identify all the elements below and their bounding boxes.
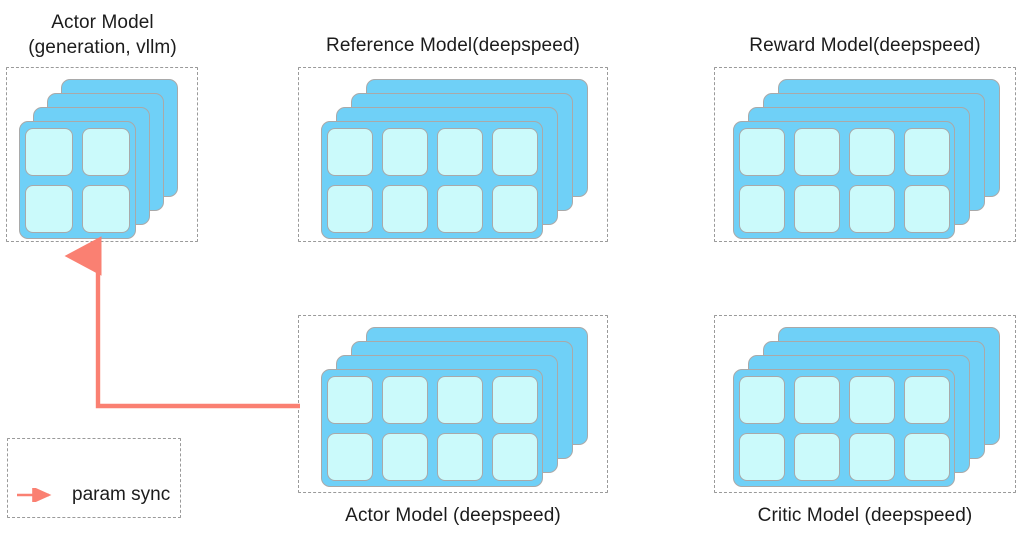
legend-item-param-sync: param sync	[16, 484, 170, 506]
stack-card-front	[733, 121, 955, 239]
card-stack-reward-model	[714, 67, 1016, 242]
arrow-right-icon	[17, 488, 52, 502]
stack-card-front	[321, 369, 543, 487]
device-cell	[381, 432, 428, 481]
device-cell	[381, 127, 428, 176]
device-cell	[491, 432, 538, 481]
device-cell	[793, 127, 840, 176]
device-cell	[82, 127, 130, 176]
device-cell	[326, 184, 373, 233]
group-label-actor-deepspeed: Actor Model (deepspeed)	[345, 505, 561, 526]
device-cell	[848, 375, 895, 424]
stack-card-front	[733, 369, 955, 487]
group-container-actor-vllm	[6, 67, 198, 242]
device-cell	[436, 184, 483, 233]
card-stack-actor-vllm	[6, 67, 198, 242]
param-sync-arrow-path	[64, 236, 300, 409]
card-stack-actor-deepspeed	[298, 315, 608, 493]
legend-label-param-sync: param sync	[72, 484, 171, 505]
device-cell	[25, 127, 73, 176]
device-cell	[381, 184, 428, 233]
device-cell	[326, 127, 373, 176]
group-label-critic-model: Critic Model (deepspeed)	[757, 505, 973, 526]
device-cell	[903, 127, 950, 176]
group-label-reward-model: Reward Model(deepspeed)	[749, 35, 981, 56]
device-cell	[491, 184, 538, 233]
device-cell	[903, 432, 950, 481]
stack-card-front	[321, 121, 543, 239]
device-cell	[436, 127, 483, 176]
device-cell	[25, 184, 73, 233]
stack-card-front	[19, 121, 136, 239]
device-cell	[491, 127, 538, 176]
device-cell	[82, 184, 130, 233]
device-cell	[848, 432, 895, 481]
device-cell	[436, 432, 483, 481]
device-cell	[903, 375, 950, 424]
device-cell	[903, 184, 950, 233]
device-cell	[793, 184, 840, 233]
legend-container	[7, 438, 181, 518]
device-cell	[436, 375, 483, 424]
device-cell	[793, 432, 840, 481]
device-cell	[738, 375, 785, 424]
group-label-reference-model: Reference Model(deepspeed)	[326, 35, 580, 56]
device-cell	[326, 375, 373, 424]
device-cell	[793, 375, 840, 424]
device-cell	[381, 375, 428, 424]
group-label-actor-vllm: Actor Model (generation, vllm)	[28, 12, 177, 58]
card-stack-reference-model	[298, 67, 608, 242]
device-cell	[738, 127, 785, 176]
device-cell	[491, 375, 538, 424]
card-stack-critic-model	[714, 315, 1016, 493]
group-container-critic-model	[714, 315, 1016, 493]
device-cell	[848, 127, 895, 176]
group-container-reward-model	[714, 67, 1016, 242]
device-cell	[738, 432, 785, 481]
device-cell	[326, 432, 373, 481]
group-container-reference-model	[298, 67, 608, 242]
device-cell	[738, 184, 785, 233]
device-cell	[848, 184, 895, 233]
